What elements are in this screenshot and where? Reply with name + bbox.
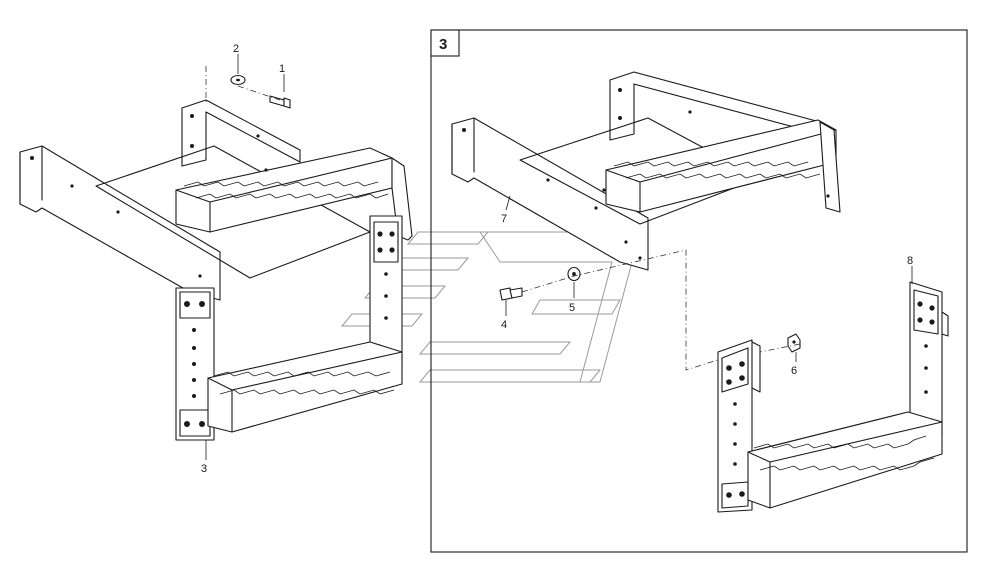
- left-assembly-guide-line: [205, 66, 281, 102]
- detail-box-label: 3: [439, 36, 447, 53]
- washer-part-5: [567, 266, 581, 282]
- callout-3-left-label: 3: [201, 463, 207, 475]
- callout-3-left: 3: [201, 440, 207, 475]
- callout-8: 8: [907, 255, 913, 284]
- callout-1-label: 1: [279, 63, 285, 75]
- detail-guide-lines: [521, 249, 801, 371]
- callout-4-label: 4: [501, 319, 507, 331]
- callout-7: 7: [501, 195, 511, 225]
- left-lower-step: [207, 341, 403, 433]
- callout-4: 4: [501, 300, 507, 331]
- left-hanger-vertical: [175, 287, 215, 441]
- detail-hanger-assembly: [717, 281, 949, 513]
- bolt-part-4: [499, 287, 523, 301]
- right-hanger-vertical: [369, 215, 403, 369]
- callout-6: 6: [791, 352, 797, 377]
- callout-6-label: 6: [791, 365, 797, 377]
- washer-part-2: [230, 74, 246, 86]
- callout-2-label: 2: [233, 43, 239, 55]
- callout-5-label: 5: [569, 302, 575, 314]
- callout-5: 5: [569, 282, 575, 314]
- left-top-bracket: [181, 99, 301, 167]
- callout-2: 2: [233, 43, 239, 74]
- bolt-part-1: [269, 95, 291, 109]
- callout-7-label: 7: [501, 213, 507, 225]
- left-step-assembly: [19, 99, 413, 441]
- callout-8-label: 8: [907, 255, 913, 267]
- callout-1: 1: [279, 63, 285, 92]
- detail-box: 3: [430, 29, 968, 553]
- nut-part-6: [787, 333, 801, 353]
- detail-frame-assembly: [451, 71, 841, 271]
